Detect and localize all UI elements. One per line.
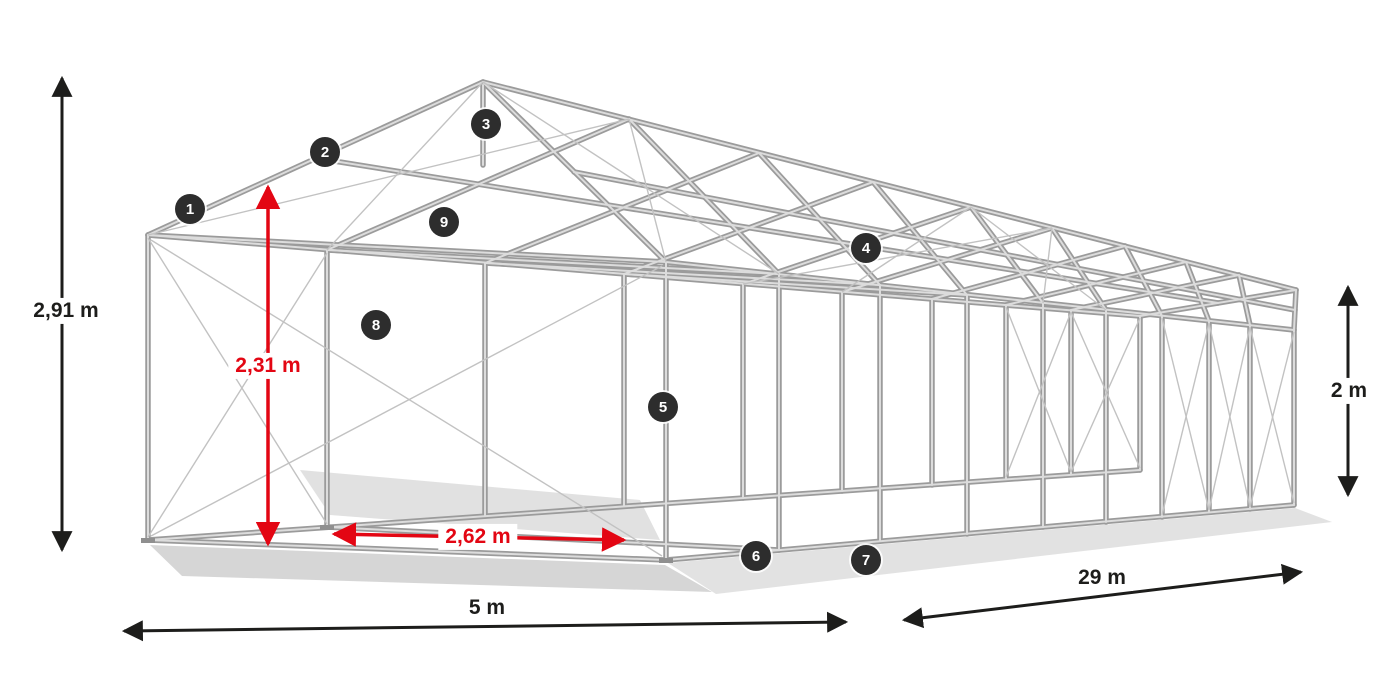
dimension-label-clearance-height: 2,31 m xyxy=(228,352,308,380)
dimension-label-width: 5 m xyxy=(461,594,513,622)
width-arrow xyxy=(121,611,849,642)
part-marker-3[interactable]: 3 xyxy=(471,109,501,139)
dimension-label-length: 29 m xyxy=(1071,564,1133,592)
dimension-label-clearance-width: 2,62 m xyxy=(438,523,518,551)
part-marker-2[interactable]: 2 xyxy=(310,137,340,167)
dimension-label-total-height: 2,91 m xyxy=(26,297,106,325)
part-marker-4[interactable]: 4 xyxy=(851,233,881,263)
dimension-label-side-height: 2 m xyxy=(1323,377,1375,405)
part-marker-1[interactable]: 1 xyxy=(175,194,205,224)
part-marker-9[interactable]: 9 xyxy=(429,207,459,237)
part-marker-6[interactable]: 6 xyxy=(741,541,771,571)
part-marker-5[interactable]: 5 xyxy=(648,392,678,422)
part-marker-8[interactable]: 8 xyxy=(361,310,391,340)
bracing-cables xyxy=(147,81,1295,557)
length-arrow xyxy=(901,563,1304,629)
part-marker-7[interactable]: 7 xyxy=(851,545,881,575)
